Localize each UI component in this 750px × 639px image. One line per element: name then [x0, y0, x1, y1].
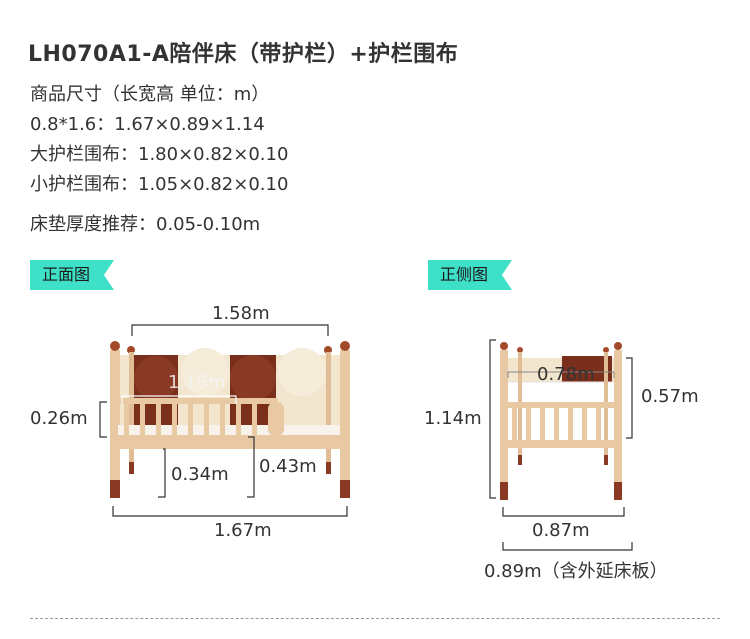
bottom-divider — [30, 618, 720, 619]
front-inner-width-label: 1.15m — [168, 372, 226, 393]
front-view-tag: 正面图 — [30, 260, 115, 290]
spec-small-cover: 小护栏围布：1.05×0.82×0.10 — [30, 174, 289, 195]
spec-bed-size: 0.8*1.6：1.67×0.89×1.14 — [30, 114, 265, 135]
spec-big-cover: 大护栏围布：1.80×0.82×0.10 — [30, 144, 289, 165]
front-top-width-label: 1.58m — [212, 303, 270, 324]
side-width-a-label: 0.87m — [532, 520, 590, 541]
side-crib-illustration — [489, 339, 633, 551]
side-total-height-label: 1.14m — [424, 408, 482, 429]
product-title: LH070A1-A陪伴床（带护栏）+护栏围布 — [28, 42, 459, 67]
side-width-b-label: 0.89m（含外延床板） — [484, 561, 668, 582]
side-view-tag: 正侧图 — [428, 260, 513, 290]
side-inner-width-label: 0.78m — [537, 364, 595, 385]
spec-mattress: 床垫厚度推荐：0.05-0.10m — [30, 214, 261, 235]
side-upper-height-label: 0.57m — [641, 386, 699, 407]
front-total-length-label: 1.67m — [214, 520, 272, 541]
front-rail-height-label: 0.26m — [30, 408, 88, 429]
spec-size-header: 商品尺寸（长宽高 单位：m） — [30, 84, 270, 105]
front-leg-height-b-label: 0.43m — [259, 456, 317, 477]
front-crib-illustration — [99, 324, 350, 517]
front-leg-height-a-label: 0.34m — [171, 464, 229, 485]
